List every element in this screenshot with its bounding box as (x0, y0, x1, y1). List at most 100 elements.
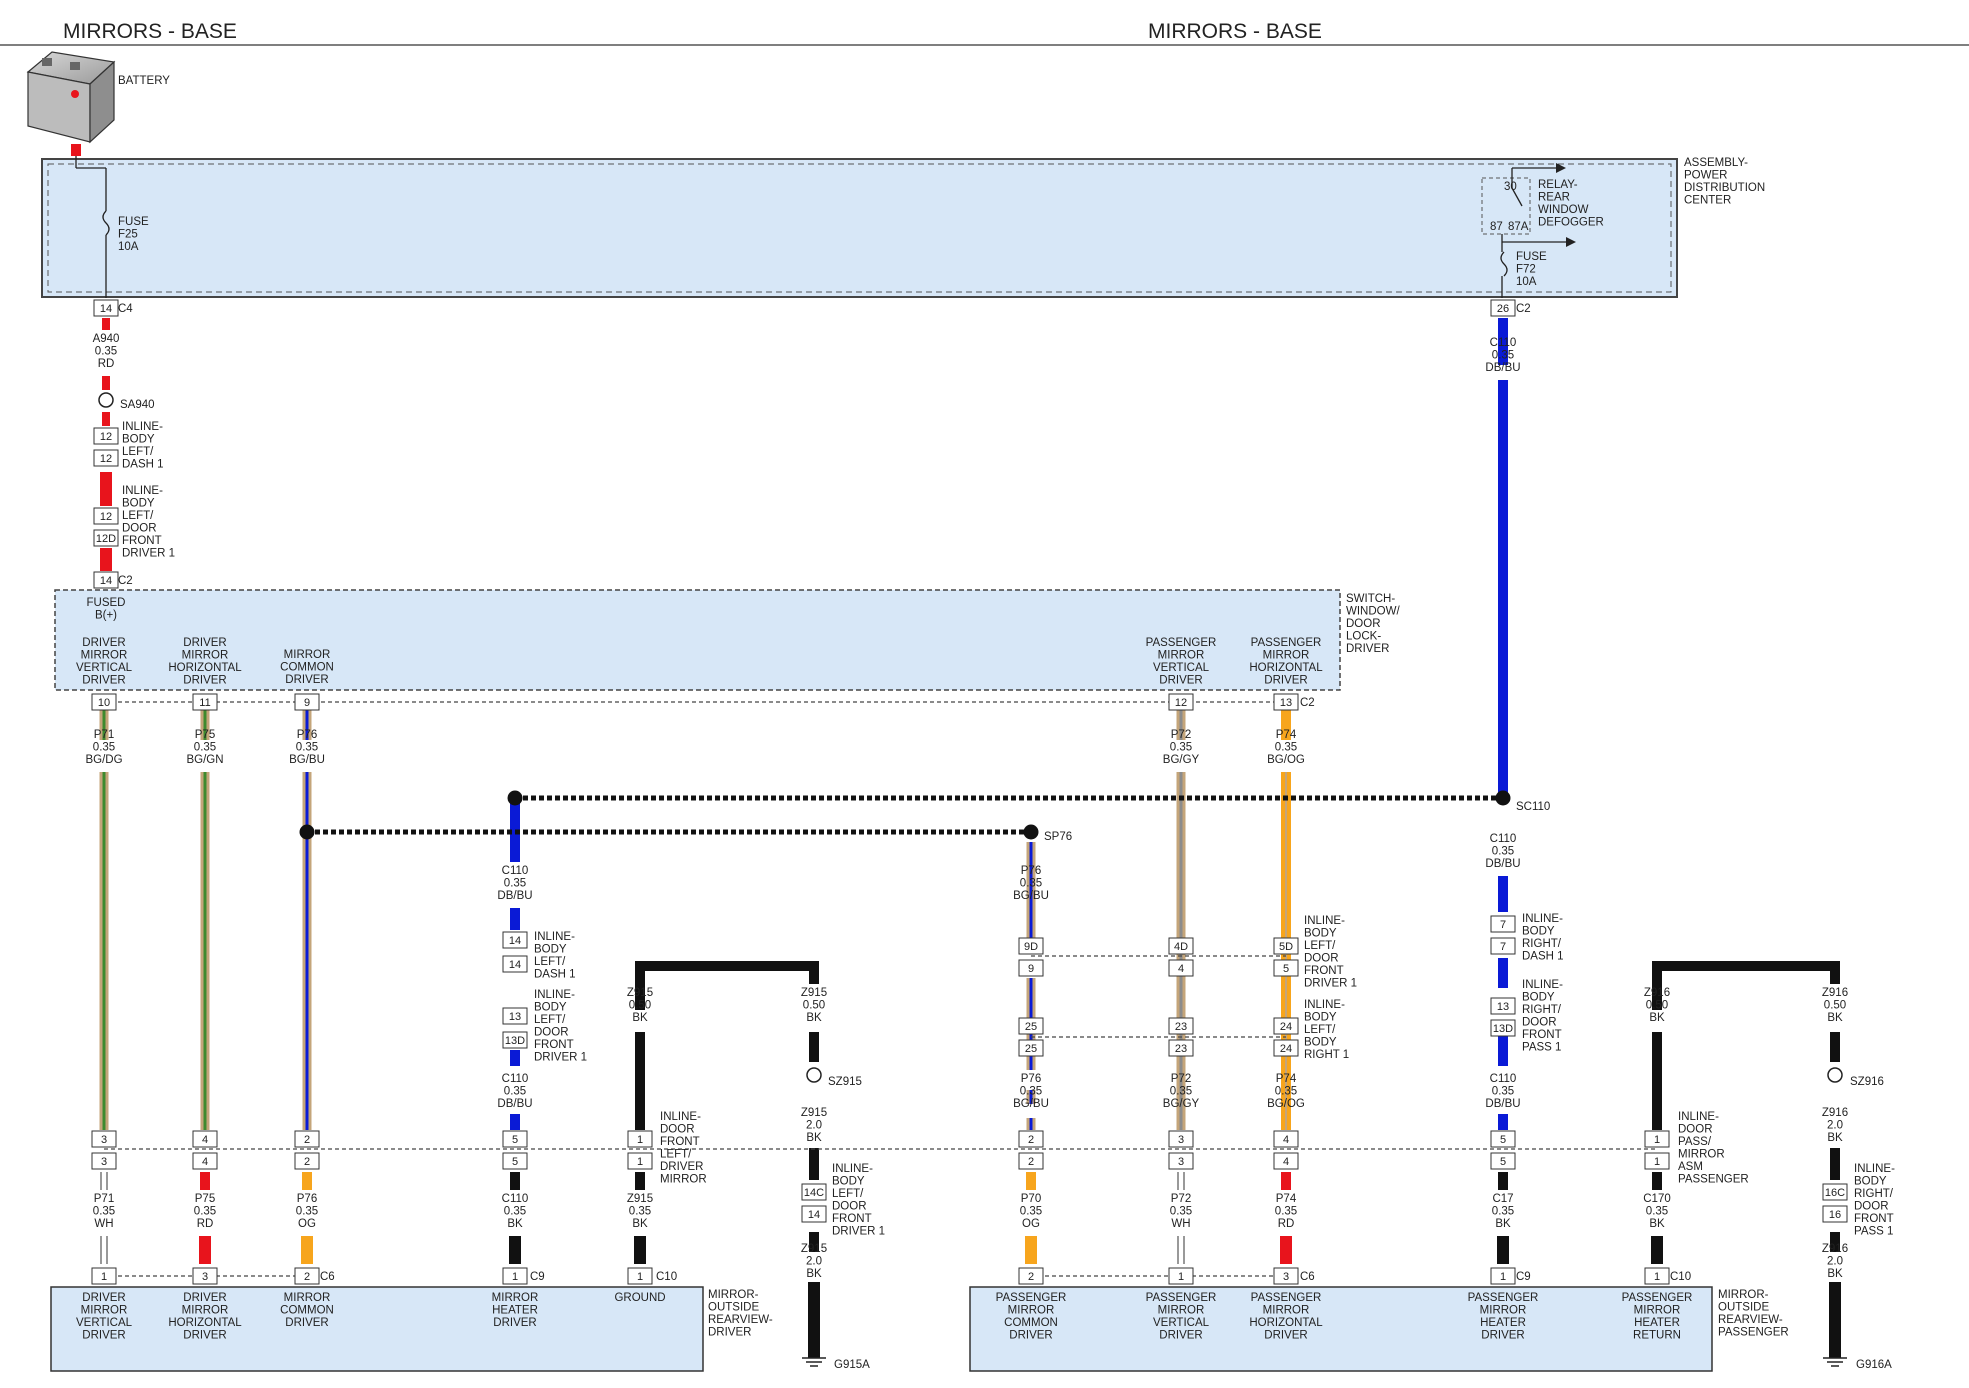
splice-links (307, 795, 1503, 835)
power-distribution-center (41, 158, 1678, 298)
splice-dot-sz916 (1827, 1067, 1843, 1083)
pin-label: 14 (808, 1209, 820, 1221)
page-title-right: MIRRORS - BASE (1148, 20, 1322, 43)
connector-dash-lines (104, 701, 1657, 1277)
fuse-f25-symbol (102, 210, 110, 236)
pin-label: 3 (202, 1271, 208, 1283)
pin-box (502, 931, 528, 949)
pin-label: 12 (100, 453, 112, 465)
pin-label: 4 (1283, 1156, 1289, 1168)
splice-dot-sc110-left (507, 790, 523, 806)
pin-box (1273, 693, 1299, 711)
pin-label: 13 (1280, 697, 1292, 709)
pin-label: 13D (505, 1035, 525, 1047)
pin-label: 12 (100, 431, 112, 443)
pin-label: 23 (1175, 1043, 1187, 1055)
pin-box (1168, 1017, 1194, 1035)
pin-box (801, 1183, 827, 1201)
pin-label: 1 (1500, 1271, 1506, 1283)
page-title-left: MIRRORS - BASE (63, 20, 237, 43)
pin-label: 11 (199, 697, 210, 709)
pin-box (1490, 1152, 1516, 1170)
ground-label: G915A (834, 1359, 870, 1371)
pin-box (1490, 1130, 1516, 1148)
pin-label: 4 (202, 1156, 208, 1168)
pin-box (1168, 937, 1194, 955)
pin-label: 3 (1283, 1271, 1289, 1283)
pin-box (93, 449, 119, 467)
pin-box (1018, 959, 1044, 977)
pin-label: 1 (637, 1134, 643, 1146)
pin-label: 24 (1280, 1021, 1292, 1033)
pin-label: 12 (100, 511, 112, 523)
relay-pin-label: 30 (1504, 181, 1517, 193)
pin-label: 25 (1025, 1021, 1037, 1033)
splice-dot-sp76-left (299, 824, 315, 840)
pin-box (1018, 1039, 1044, 1057)
pin-label: 7 (1500, 919, 1506, 931)
pin-label: 2 (1028, 1134, 1034, 1146)
splice-label: SC110 (1516, 801, 1550, 813)
pin-label: 9D (1024, 941, 1038, 953)
ground-label: G916A (1856, 1359, 1892, 1371)
splice-label: SZ915 (828, 1076, 862, 1088)
pin-box (1273, 1039, 1299, 1057)
pin-label: 14 (100, 303, 112, 315)
pin-label: 5 (1283, 963, 1289, 975)
relay-pin-label: 87 (1490, 221, 1503, 233)
pin-label: 1 (1654, 1156, 1660, 1168)
pin-label: 24 (1280, 1043, 1292, 1055)
pin-box (294, 1152, 320, 1170)
pin-label: 14 (100, 575, 112, 587)
pin-box (1490, 915, 1516, 933)
pin-box (1168, 1267, 1194, 1285)
pin-label: 5D (1279, 941, 1293, 953)
pin-box (1273, 937, 1299, 955)
pin-box (192, 1152, 218, 1170)
relay-output-arrow-top (1556, 163, 1566, 173)
splice-dot-sp76 (1023, 824, 1039, 840)
pin-box (1490, 997, 1516, 1015)
pin-label: 4D (1174, 941, 1188, 953)
pin-box (93, 427, 119, 445)
pin-label: 14C (804, 1187, 824, 1199)
pin-label: 2 (1028, 1271, 1034, 1283)
pin-boxes (91, 299, 1848, 1285)
pin-box (1018, 1017, 1044, 1035)
pin-box (1273, 1017, 1299, 1035)
battery-icon (26, 51, 116, 156)
pin-box (294, 1267, 320, 1285)
connector-label: C9 (1516, 1271, 1531, 1283)
connector-label: C10 (1670, 1271, 1691, 1283)
pin-box (1644, 1130, 1670, 1148)
driver-mirror-pin-function: GROUND (614, 1292, 665, 1304)
